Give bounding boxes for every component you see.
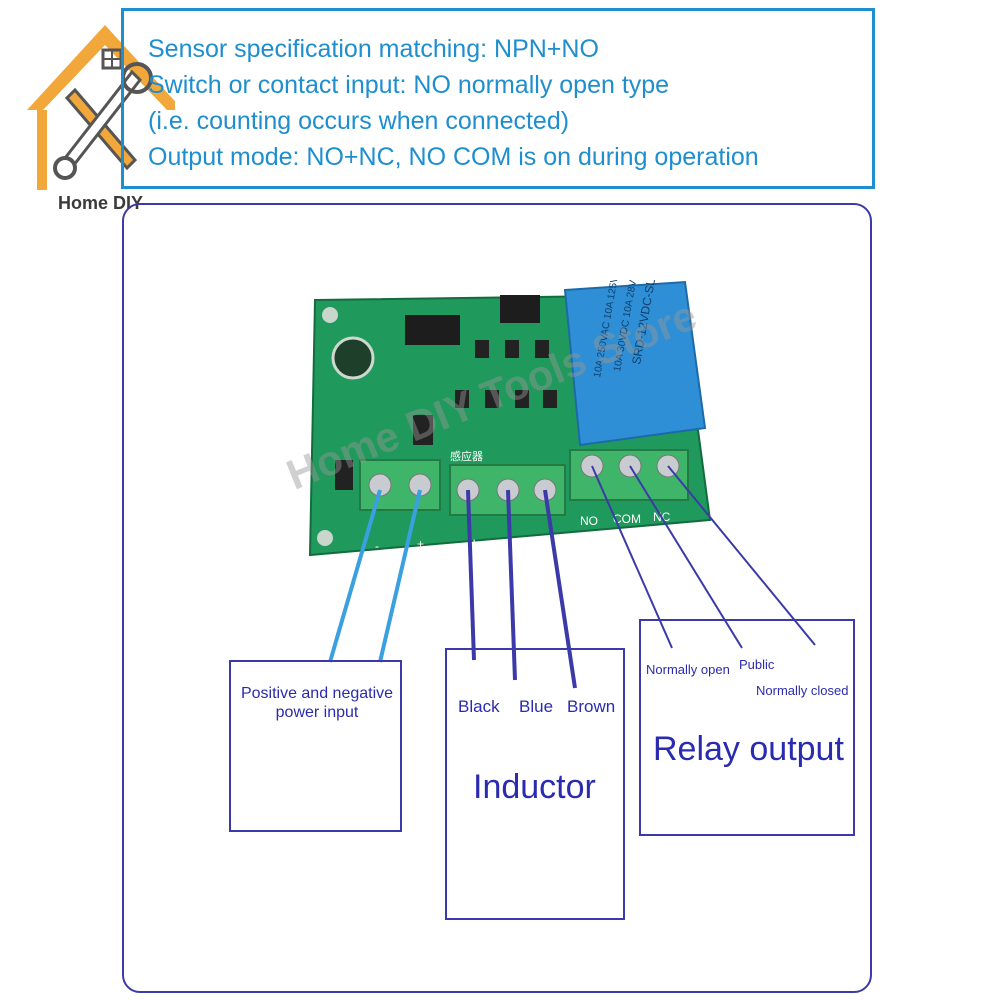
wire-black-label: Black	[458, 697, 500, 716]
terminal-label-nc: NC	[653, 510, 671, 524]
terminal-label-n: N	[467, 537, 476, 551]
wire-brown-label: Brown	[567, 697, 616, 716]
mount-hole-icon	[322, 307, 338, 323]
terminal-label-com: COM	[613, 512, 641, 526]
mount-hole-icon	[317, 530, 333, 546]
relay-output-box	[639, 619, 855, 836]
spec-box	[121, 8, 875, 189]
spec-line-sensor: Sensor specification matching: NPN+NO	[148, 35, 599, 63]
power-input-label: Positive and negative power input	[240, 685, 394, 721]
wire-blue-label: Blue	[519, 697, 554, 716]
sensor-label: 感应器	[450, 449, 483, 463]
board-model: QF-C12	[575, 533, 621, 548]
spec-line-switch: Switch or contact input: NO normally ope…	[148, 71, 670, 99]
optocoupler	[500, 295, 540, 323]
terminal-label-plus-2: +	[540, 537, 547, 551]
public-label: Public	[739, 657, 775, 672]
diode	[413, 415, 433, 445]
diagram-frame	[122, 203, 872, 993]
inductor-title: Inductor	[473, 768, 596, 806]
normally-closed-label: Normally closed	[756, 683, 849, 698]
terminal-label-minus: -	[375, 539, 379, 553]
ic-chip	[405, 315, 460, 345]
logo-text: Home DIY	[58, 193, 144, 213]
terminal-label-no: NO	[580, 514, 598, 528]
power-input-box	[229, 660, 402, 832]
normally-open-label: Normally open	[646, 662, 730, 677]
spec-line-output: Output mode: NO+NC, NO COM is on during …	[148, 143, 759, 171]
terminal-label-plus: +	[417, 537, 424, 551]
relay-body	[563, 280, 707, 447]
terminal-label-minus-2: -	[505, 537, 509, 551]
capacitor-icon	[331, 336, 375, 380]
home-diy-logo	[27, 25, 175, 190]
relay-output-title: Relay output	[653, 730, 844, 768]
inductor-box	[445, 648, 625, 920]
spec-line-counting: (i.e. counting occurs when connected)	[148, 107, 570, 135]
